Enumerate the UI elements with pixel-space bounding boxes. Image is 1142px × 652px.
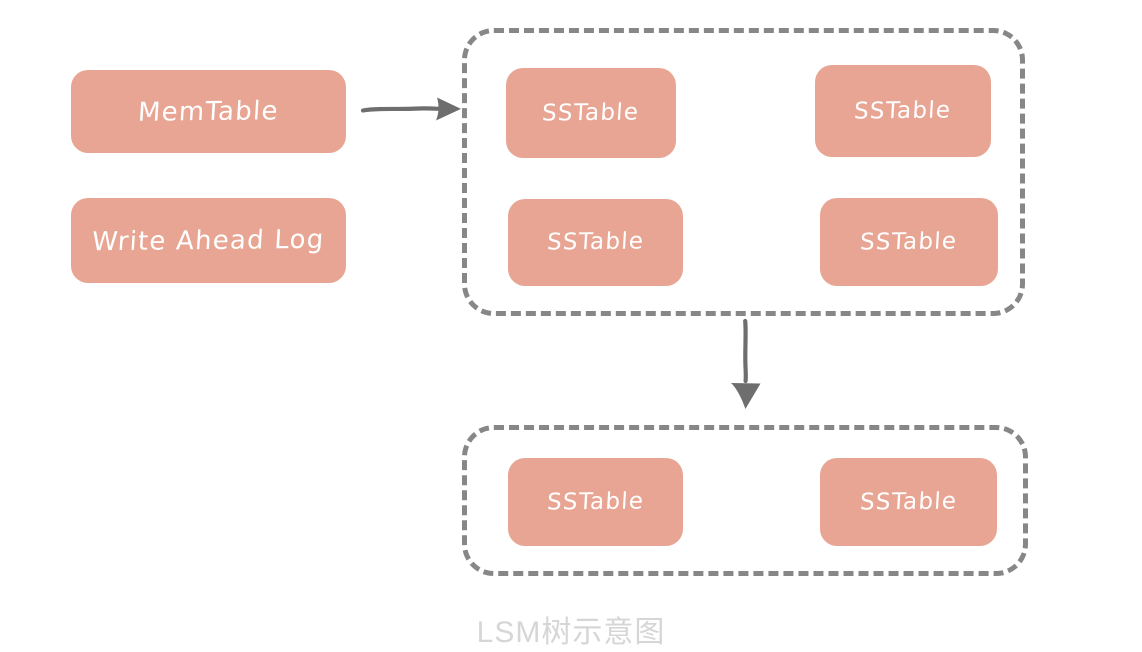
node-sstable-level0-2-label: SSTable [853, 96, 953, 125]
node-sstable-level1-2[interactable]: SSTable [820, 458, 997, 546]
arrow-level0-to-level1-icon [731, 318, 761, 409]
node-write-ahead-log-label: Write Ahead Log [91, 224, 326, 257]
node-sstable-level0-1-label: SSTable [541, 98, 641, 127]
node-sstable-level1-1-label: SSTable [546, 487, 645, 516]
node-write-ahead-log[interactable]: Write Ahead Log [71, 198, 346, 283]
node-memtable[interactable]: MemTable [71, 70, 346, 153]
node-sstable-level0-3-label: SSTable [546, 228, 645, 256]
group-level-0 [462, 28, 1025, 316]
node-sstable-level0-3[interactable]: SSTable [508, 199, 683, 286]
node-sstable-level0-4[interactable]: SSTable [820, 198, 998, 286]
node-sstable-level1-1[interactable]: SSTable [508, 458, 683, 546]
node-sstable-level0-2[interactable]: SSTable [815, 65, 991, 157]
diagram-caption: LSM树示意图 [476, 616, 666, 649]
node-memtable-label: MemTable [137, 95, 280, 128]
node-sstable-level0-1[interactable]: SSTable [506, 68, 676, 158]
node-sstable-level1-2-label: SSTable [859, 487, 958, 516]
group-level-1 [462, 425, 1028, 576]
arrow-memtable-to-level0-icon [360, 97, 461, 121]
node-sstable-level0-4-label: SSTable [859, 227, 959, 256]
